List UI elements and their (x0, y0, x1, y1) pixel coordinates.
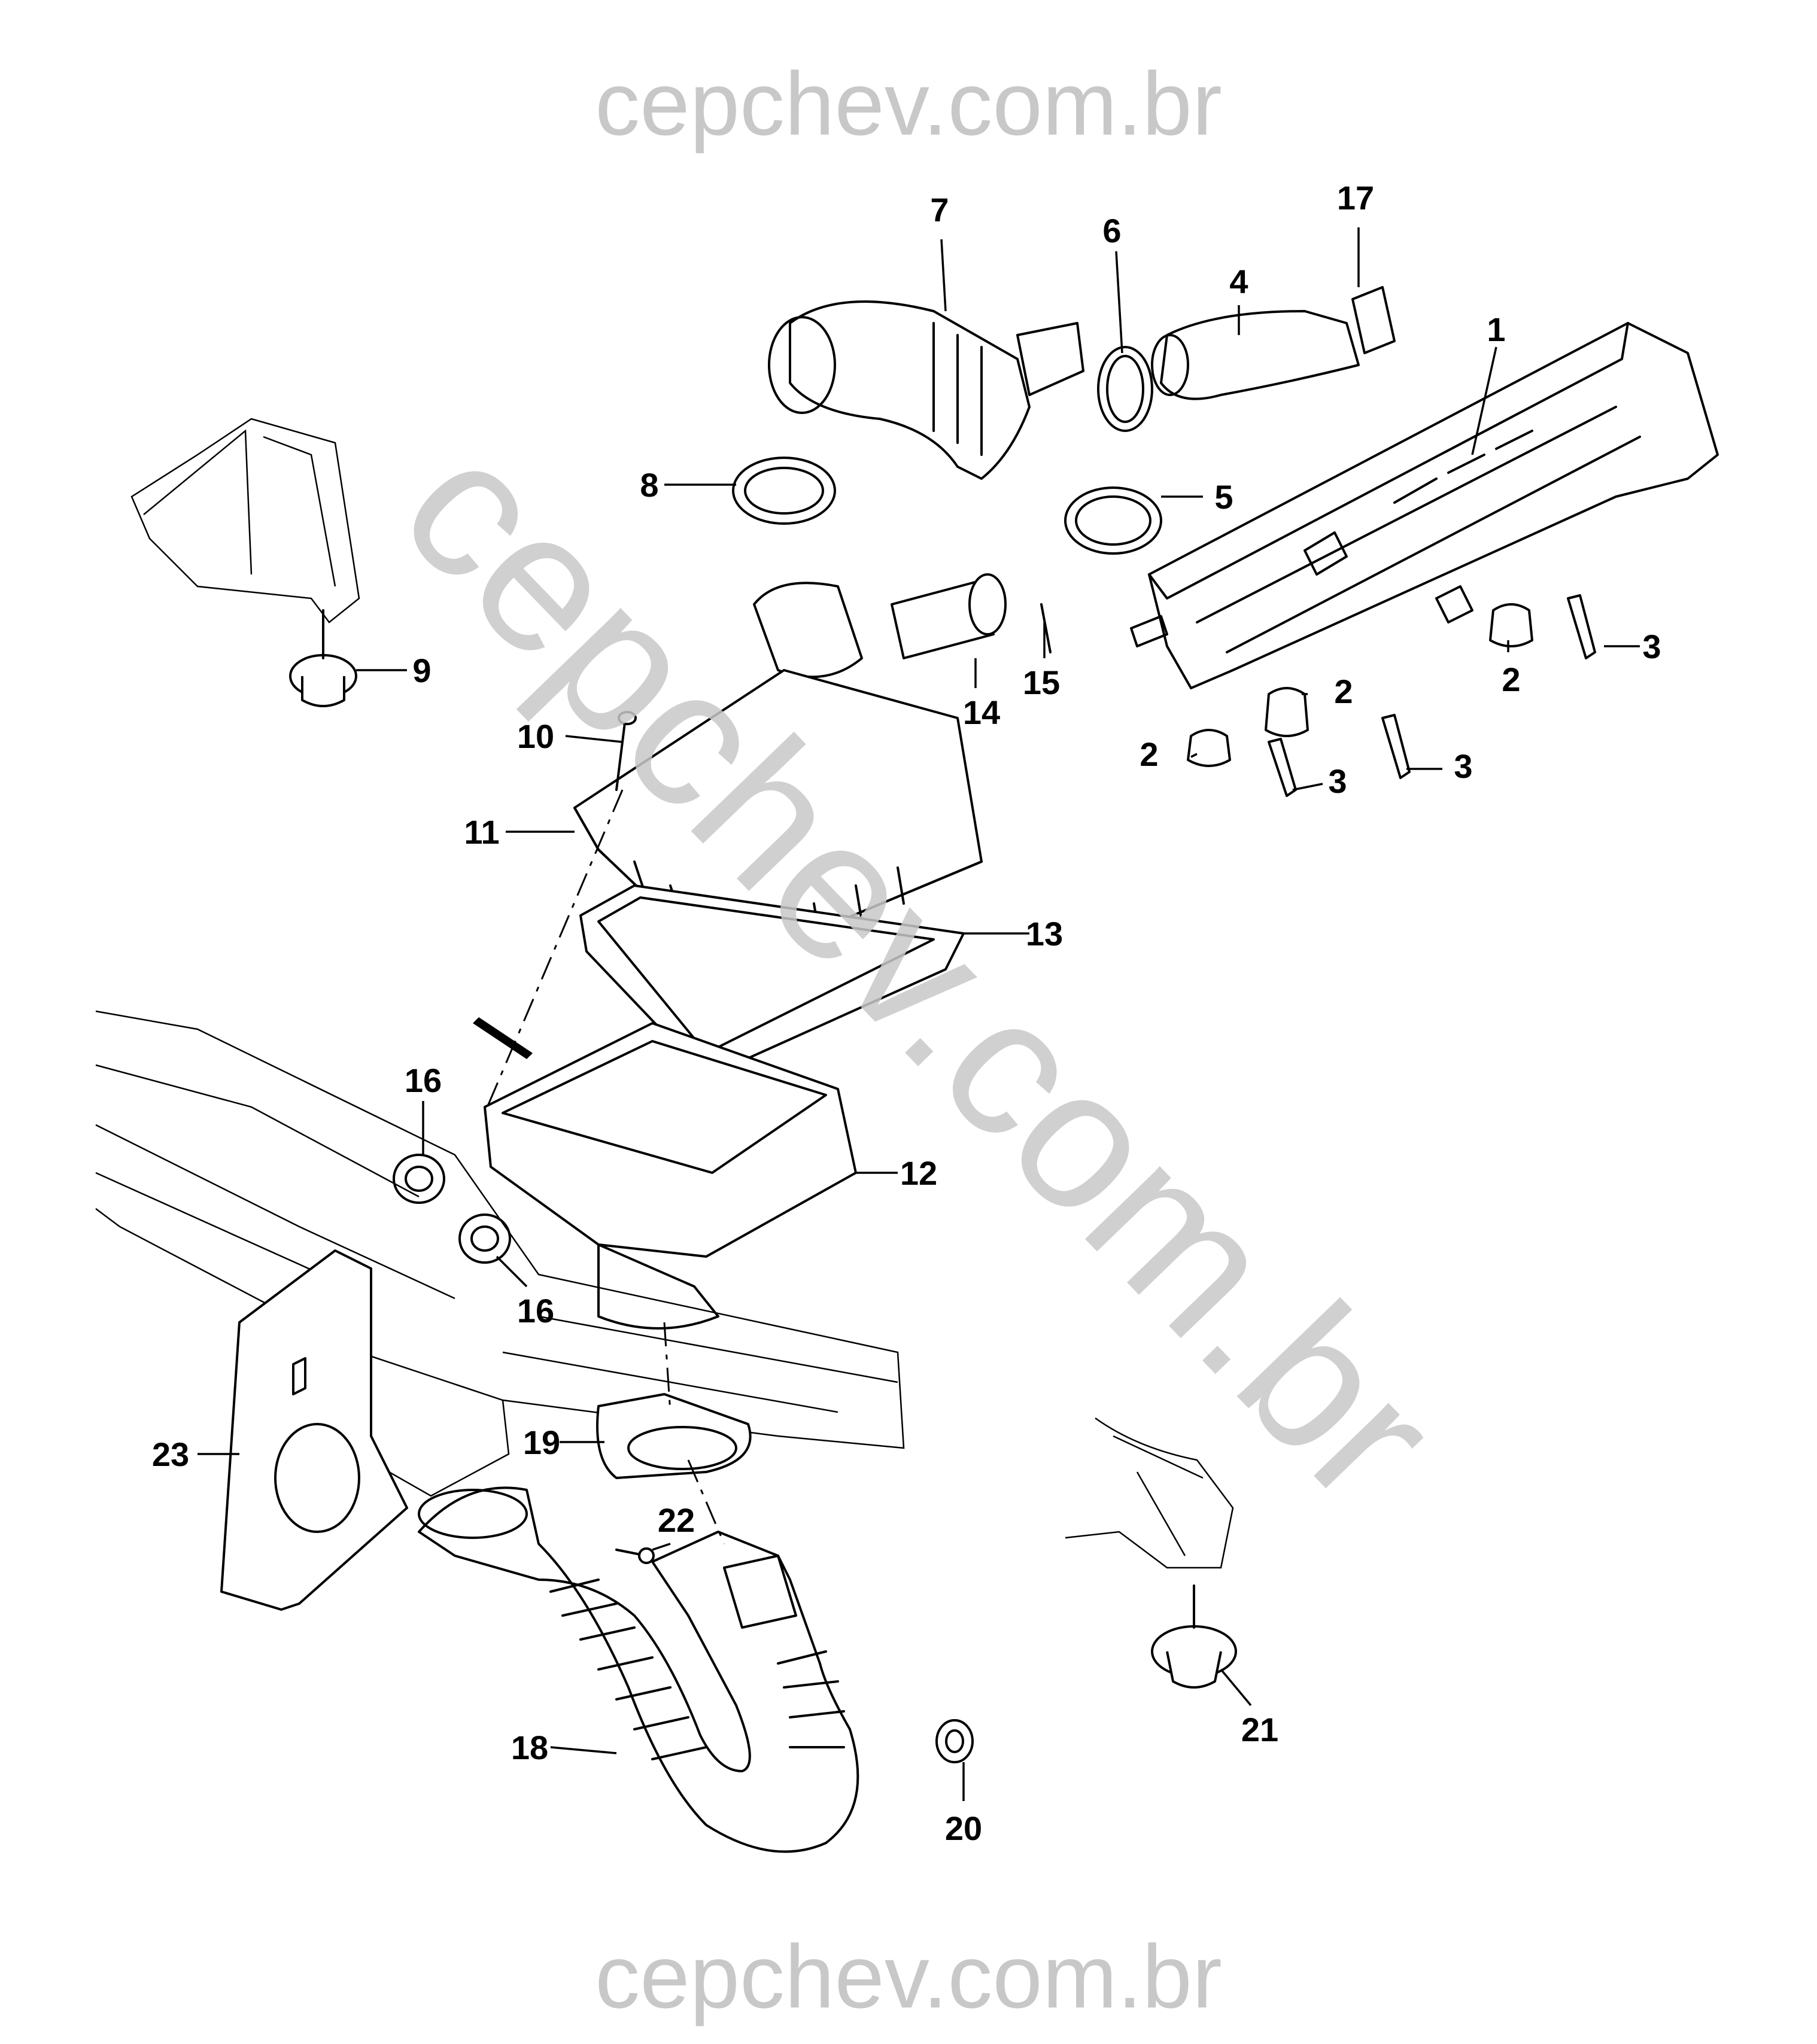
grommet-9-part (289, 609, 357, 707)
clamp-8-part (732, 457, 836, 525)
sensor-14-part (891, 573, 1007, 659)
panel-23-part (220, 1249, 408, 1611)
bracket-bottom-right (1065, 1417, 1234, 1569)
callout-13: 13 (1026, 915, 1063, 953)
grommet-2-b (1489, 603, 1533, 647)
callout-8: 8 (640, 466, 658, 504)
intake-duct-7-part (768, 300, 1084, 480)
screw-15-part (1040, 603, 1052, 653)
callout-7: 7 (930, 191, 949, 229)
grommet-16-a (393, 1154, 445, 1204)
callout-12: 12 (900, 1154, 937, 1192)
callout-20: 20 (945, 1809, 982, 1847)
clamp-5-part (1064, 486, 1162, 555)
air-cleaner-housing-12-part (484, 1022, 857, 1330)
watermark-top: cepchev.com.br (595, 53, 1222, 154)
callout-3c: 3 (1454, 747, 1472, 785)
callout-23: 23 (152, 1435, 189, 1473)
engine-cover-part (1130, 322, 1719, 689)
clamp-6-part (1097, 346, 1153, 432)
callout-10: 10 (517, 717, 554, 755)
callout-6: 6 (1102, 212, 1121, 250)
grommet-21-part (1151, 1584, 1237, 1689)
callout-labels: 1 2 2 2 3 3 3 4 5 6 7 8 9 10 11 12 13 14… (152, 179, 1661, 1847)
callout-2c: 2 (1140, 735, 1158, 773)
callout-4: 4 (1229, 263, 1248, 300)
callout-2a: 2 (1334, 673, 1353, 710)
stud-3-c (1381, 714, 1411, 779)
callout-1: 1 (1487, 311, 1505, 348)
callout-21: 21 (1241, 1711, 1278, 1748)
stud-3-a (1567, 594, 1596, 659)
grommet-2-c (1187, 729, 1231, 767)
callout-3a: 3 (1642, 628, 1661, 665)
callout-5: 5 (1214, 478, 1233, 516)
adapter-19-part (596, 1393, 752, 1479)
callout-14: 14 (963, 694, 1000, 731)
grommet-2-a (1265, 687, 1309, 737)
screw-10-part (615, 711, 637, 791)
callout-3b: 3 (1328, 762, 1347, 800)
hose-4-part (1151, 310, 1360, 400)
callout-18: 18 (511, 1729, 548, 1766)
callout-17: 17 (1337, 179, 1374, 217)
leader-lines (198, 227, 1640, 1801)
lower-hose-18-part (418, 1486, 859, 1853)
grommet-16-b (458, 1213, 511, 1264)
callout-22: 22 (658, 1501, 695, 1539)
screw-22-part (615, 1547, 655, 1564)
assembly-center-lines (484, 789, 725, 1544)
callout-16b: 16 (517, 1292, 554, 1330)
direction-arrow-part (473, 1017, 533, 1059)
callout-16a: 16 (405, 1061, 442, 1099)
filter-element-13-part (579, 884, 965, 1078)
callout-15: 15 (1023, 664, 1060, 701)
callout-11: 11 (464, 813, 499, 851)
stud-3-b (1268, 738, 1297, 797)
callout-19: 19 (523, 1424, 560, 1461)
clamp-17-part (1351, 286, 1396, 354)
grommet-20-part (935, 1719, 974, 1763)
callout-2b: 2 (1502, 661, 1520, 698)
callout-9: 9 (412, 652, 431, 689)
watermark-bottom: cepchev.com.br (595, 1926, 1222, 2027)
bracket-top-left (130, 418, 360, 623)
